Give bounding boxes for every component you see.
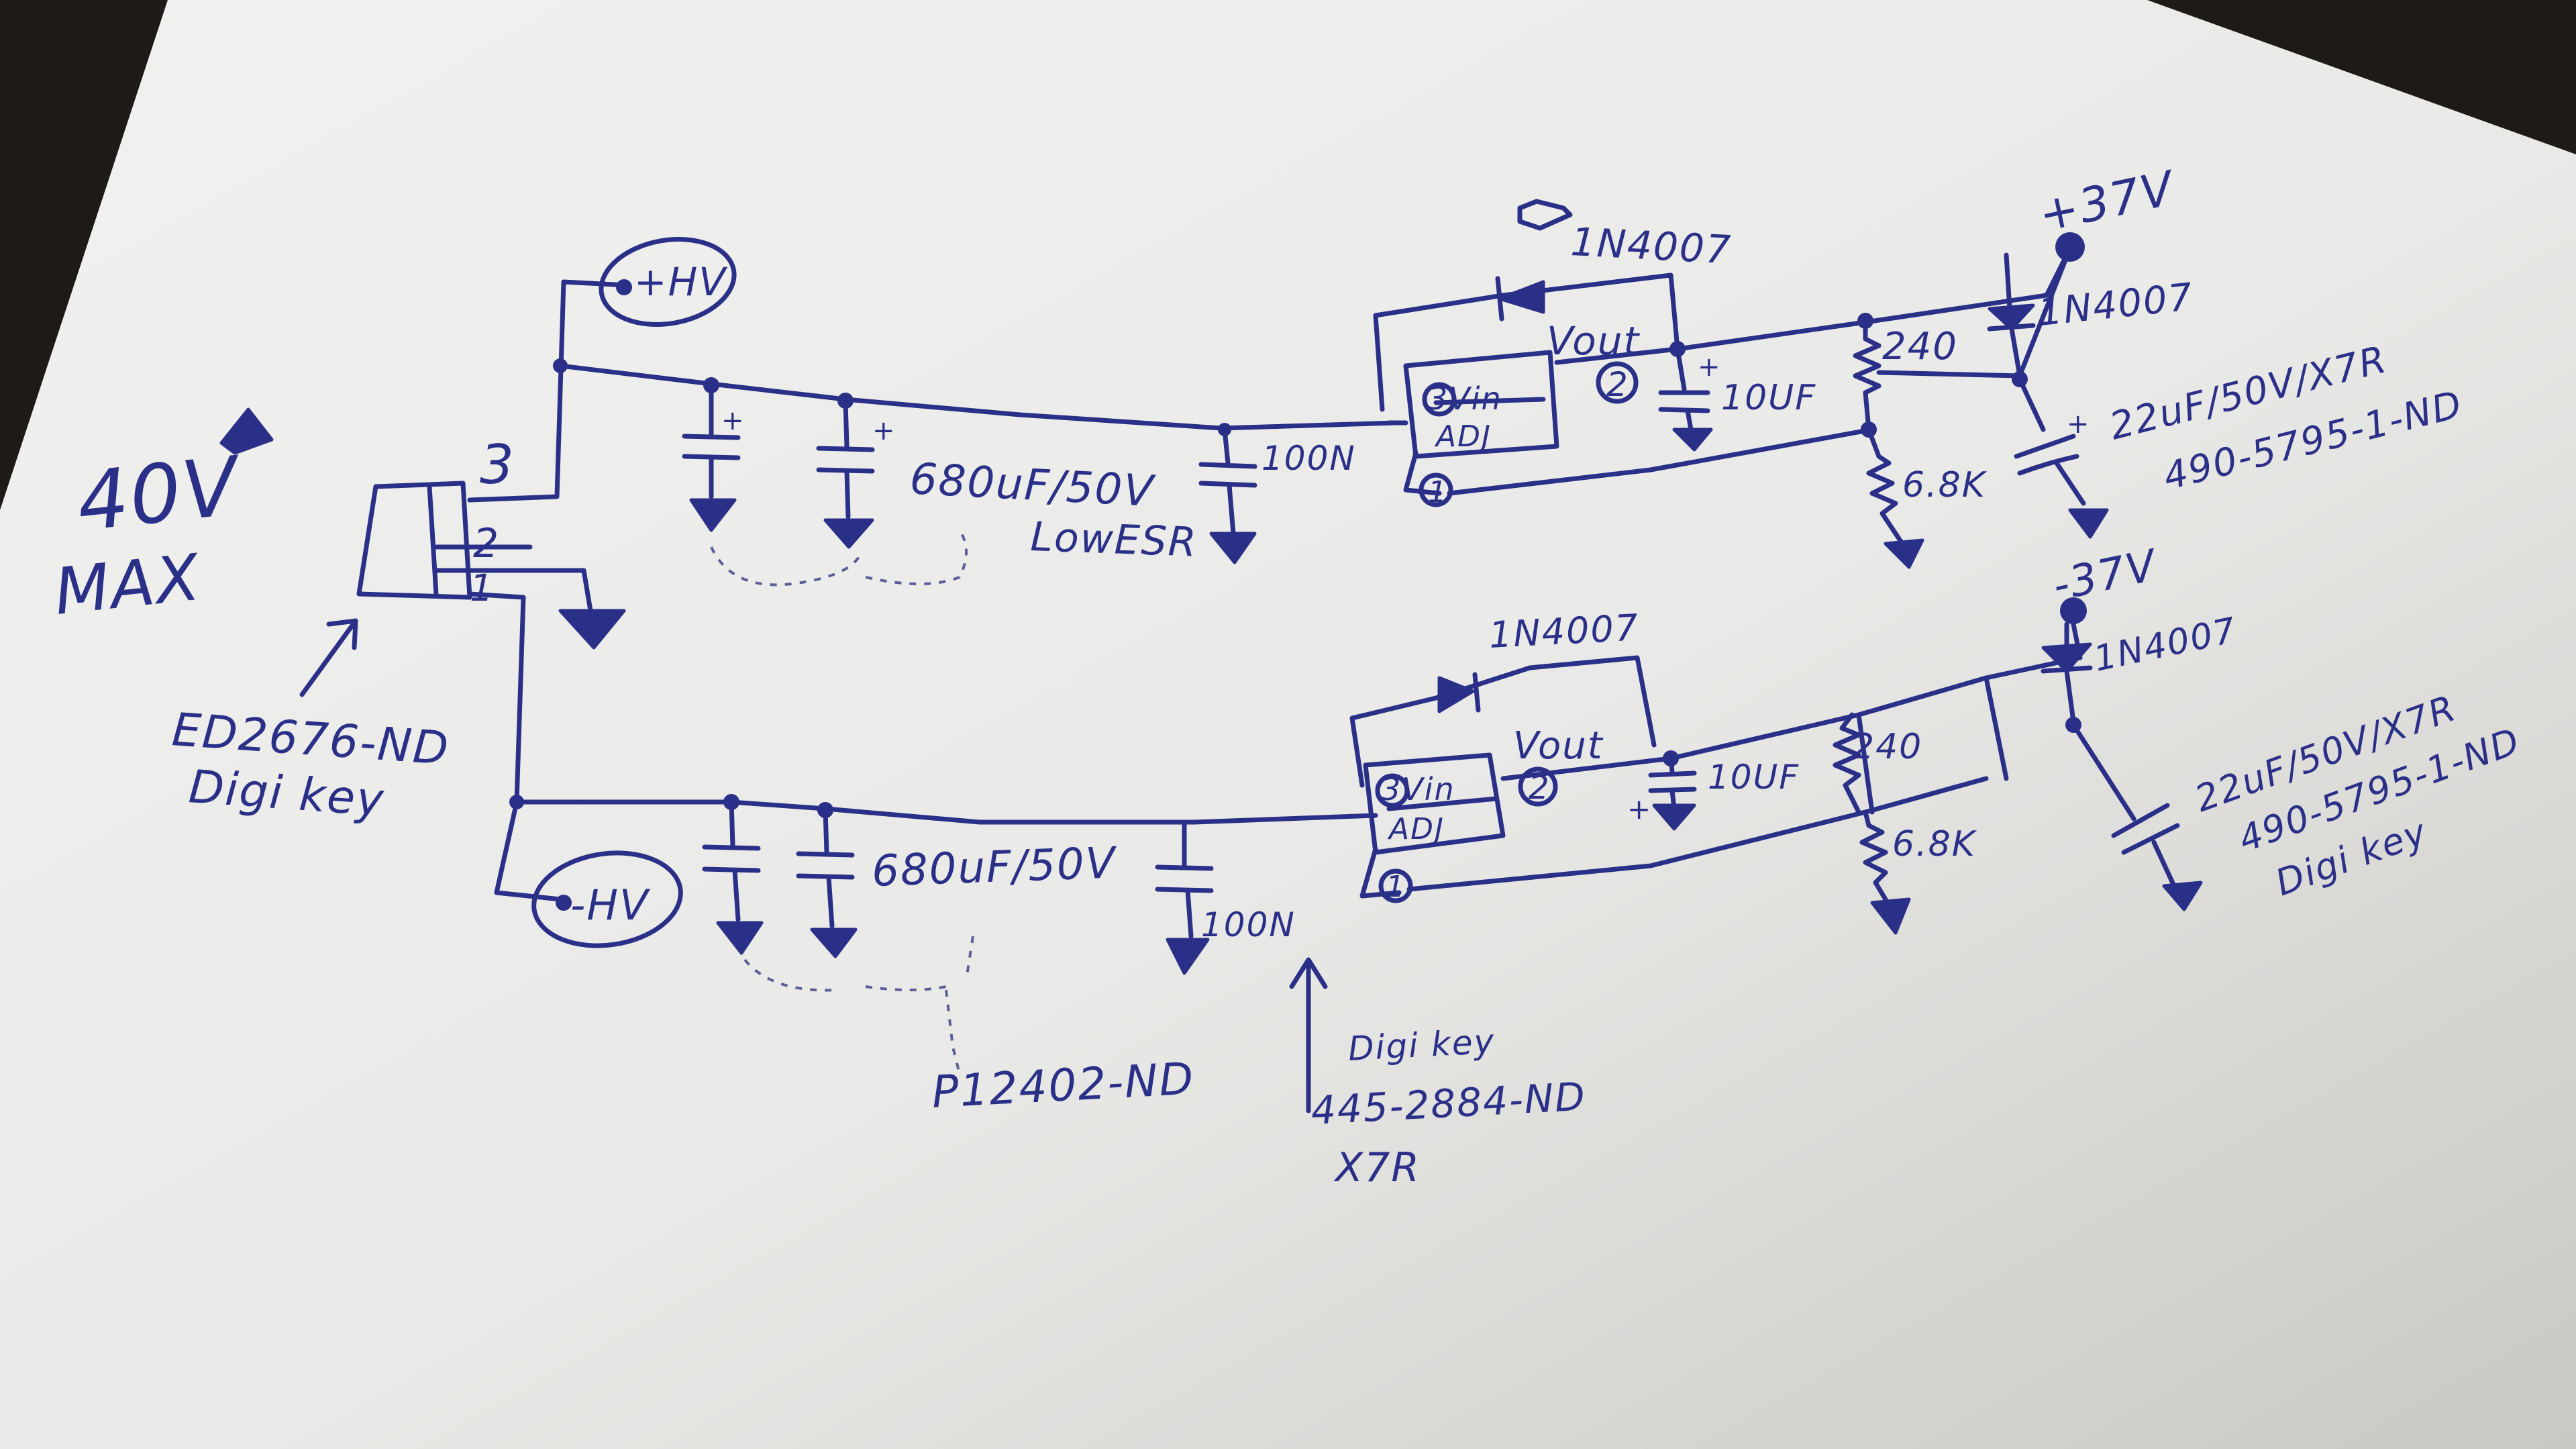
pos-hv-label: +HV [634,259,728,305]
bottom-out-cap-plus: + [1627,793,1652,826]
top-resistor-240 [1853,318,1882,432]
bottom-bypass-cap-label: 100N [1201,905,1296,944]
top-bulk-cap-note: LowESR [1029,513,1198,566]
ground-symbol [558,568,626,650]
connector-arrow [299,618,358,697]
bottom-output-box [1856,675,2009,815]
bypass-vendor-label: Digi key [1347,1022,1496,1068]
pin-2-label: 2 [473,520,500,567]
bottom-reg-adj-label: ADJ [1387,812,1445,846]
pos-feed-wire [467,279,630,503]
top-diode-label: 1N4007 [1569,219,1733,272]
top-r6k8-label: 6.8K [1902,465,1988,505]
top-regulator [1386,350,1639,507]
bottom-output-diode [2041,621,2093,724]
bottom-r6k8-label: 6.8K [1892,824,1977,864]
top-output-capacitor [1658,346,1713,452]
bottom-regulator [1359,752,1558,903]
rating-mark [219,407,274,455]
top-out-cap2-plus: + [2067,409,2091,440]
bottom-r240-label: 240 [1852,727,1922,767]
top-resistor-6k8 [1866,427,1924,569]
bottom-bulk-cap-link [743,936,974,1075]
top-bypass-capacitor [1198,427,1257,564]
neg-hv-label: -HV [570,881,651,930]
top-bulk-capacitor-1 [682,383,741,532]
bypass-type-label: X7R [1333,1144,1421,1191]
top-reg-in-label: 3Vin [1428,381,1502,417]
top-bulk-cap-2-plus: + [872,415,896,446]
bottom-input-rail [514,799,1378,825]
top-bypass-cap-label: 100N [1261,439,1356,478]
top-bypass-diode [1373,199,1680,412]
top-reg-adj-label: ADJ [1434,419,1492,454]
top-bulk-capacitor-2 [816,398,875,549]
top-out-cap-label: 10UF [1721,378,1816,418]
bottom-out-cap-label: 10UF [1708,758,1800,797]
bottom-reg-in-label: 3Vin [1381,771,1455,807]
bottom-reg-adj-pin: 1 [1386,870,1406,904]
top-reg-vout-pin: 2 [1606,365,1629,404]
bottom-resistor-6k8 [1859,809,1911,935]
max-voltage-sublabel: MAX [51,541,204,630]
bottom-bypass-capacitor [1155,819,1214,975]
bottom-reg-vout-label: Vout [1513,724,1604,768]
bottom-diode-label: 1N4007 [1488,606,1640,656]
top-adjust-line [1447,427,1875,496]
bottom-output-capacitor-2 [2071,722,2203,911]
top-input-rail [558,363,1398,431]
power-connector [356,481,586,600]
top-r240-label: 240 [1882,325,1958,368]
max-voltage-label: 40V [73,440,248,550]
pin-3-label: 3 [480,434,515,496]
bottom-bulk-capacitor-2 [796,807,858,958]
bypass-cap-arrow [1289,957,1328,1113]
bottom-resistor-240 [1833,712,1861,815]
top-reg-adj-pin: 1 [1428,475,1448,509]
bottom-bulk-cap-label: 680uF/50V [871,838,1119,897]
top-bulk-cap-link [710,529,968,587]
top-output-capacitor-2 [2014,377,2109,539]
bottom-bypass-diode [1349,655,1657,788]
bottom-output-capacitor [1648,756,1697,831]
top-bulk-cap-1-plus: + [721,405,745,436]
bottom-adjust-line [1406,776,1989,892]
bottom-bulk-capacitor-1 [702,799,764,955]
top-out-cap-plus: + [1698,352,1722,383]
pin-1-label: 1 [470,566,495,609]
